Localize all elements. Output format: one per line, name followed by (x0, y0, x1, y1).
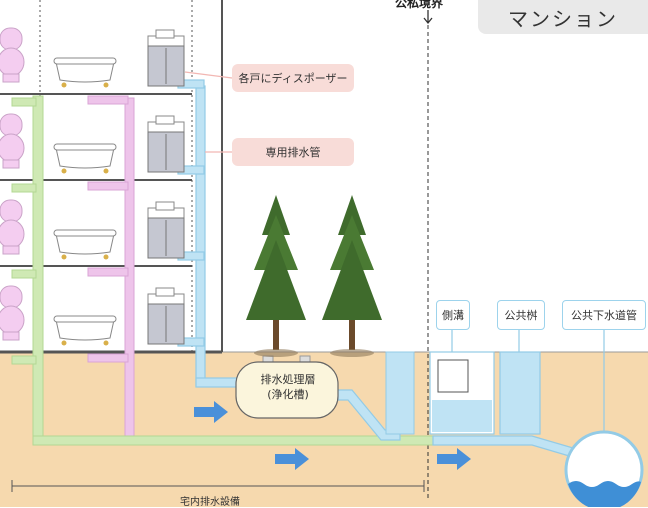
toilet-icon (0, 113, 25, 169)
tank-label-line2: (浄化槽) (267, 388, 309, 401)
toilet-icon (0, 199, 25, 255)
disposer-icon (147, 287, 185, 345)
tank-label-line1: 排水処理層 (260, 373, 316, 386)
disposer-icon (147, 29, 185, 87)
label-side-ditch: 側溝 (436, 300, 470, 330)
public-sewer-pipe (564, 430, 644, 507)
tank-outflow-pipe (335, 389, 401, 441)
dimension-line (11, 480, 425, 492)
tank-label: 排水処理層 (浄化槽) (238, 372, 338, 402)
toilet-icon (0, 285, 25, 341)
bathtub-icon (53, 143, 117, 174)
bath-drain-pipe (87, 95, 135, 439)
side-ditch (429, 351, 495, 435)
dedicated-drain-pipe (177, 79, 241, 388)
label-public-basin: 公共桝 (497, 300, 545, 330)
callout-dedicated-pipe: 専用排水管 (232, 138, 354, 166)
callout-leader-disposer (184, 71, 233, 79)
disposer-icon (147, 201, 185, 259)
down-arrow-icon (423, 10, 433, 25)
public-basin (499, 351, 541, 435)
main-drain-pipe (32, 435, 434, 446)
label-public-sewer: 公共下水道管 (562, 300, 646, 330)
bathtub-icon (53, 315, 117, 346)
boundary-label: 公私境界 (395, 0, 444, 10)
bathtub-icon (53, 57, 117, 88)
tree-icon (246, 195, 306, 357)
page-title: マンション (478, 0, 648, 34)
callout-disposer: 各戸にディスポーザー (232, 64, 354, 92)
tree-icon (322, 195, 382, 357)
side-ditch-channel (385, 351, 415, 435)
disposer-icon (147, 115, 185, 173)
bathtub-icon (53, 229, 117, 260)
flow-arrow-icon (194, 401, 471, 470)
toilet-icon (0, 27, 25, 83)
toilet-drain-pipe (11, 95, 44, 443)
bottom-label: 宅内排水設備 (180, 497, 240, 508)
